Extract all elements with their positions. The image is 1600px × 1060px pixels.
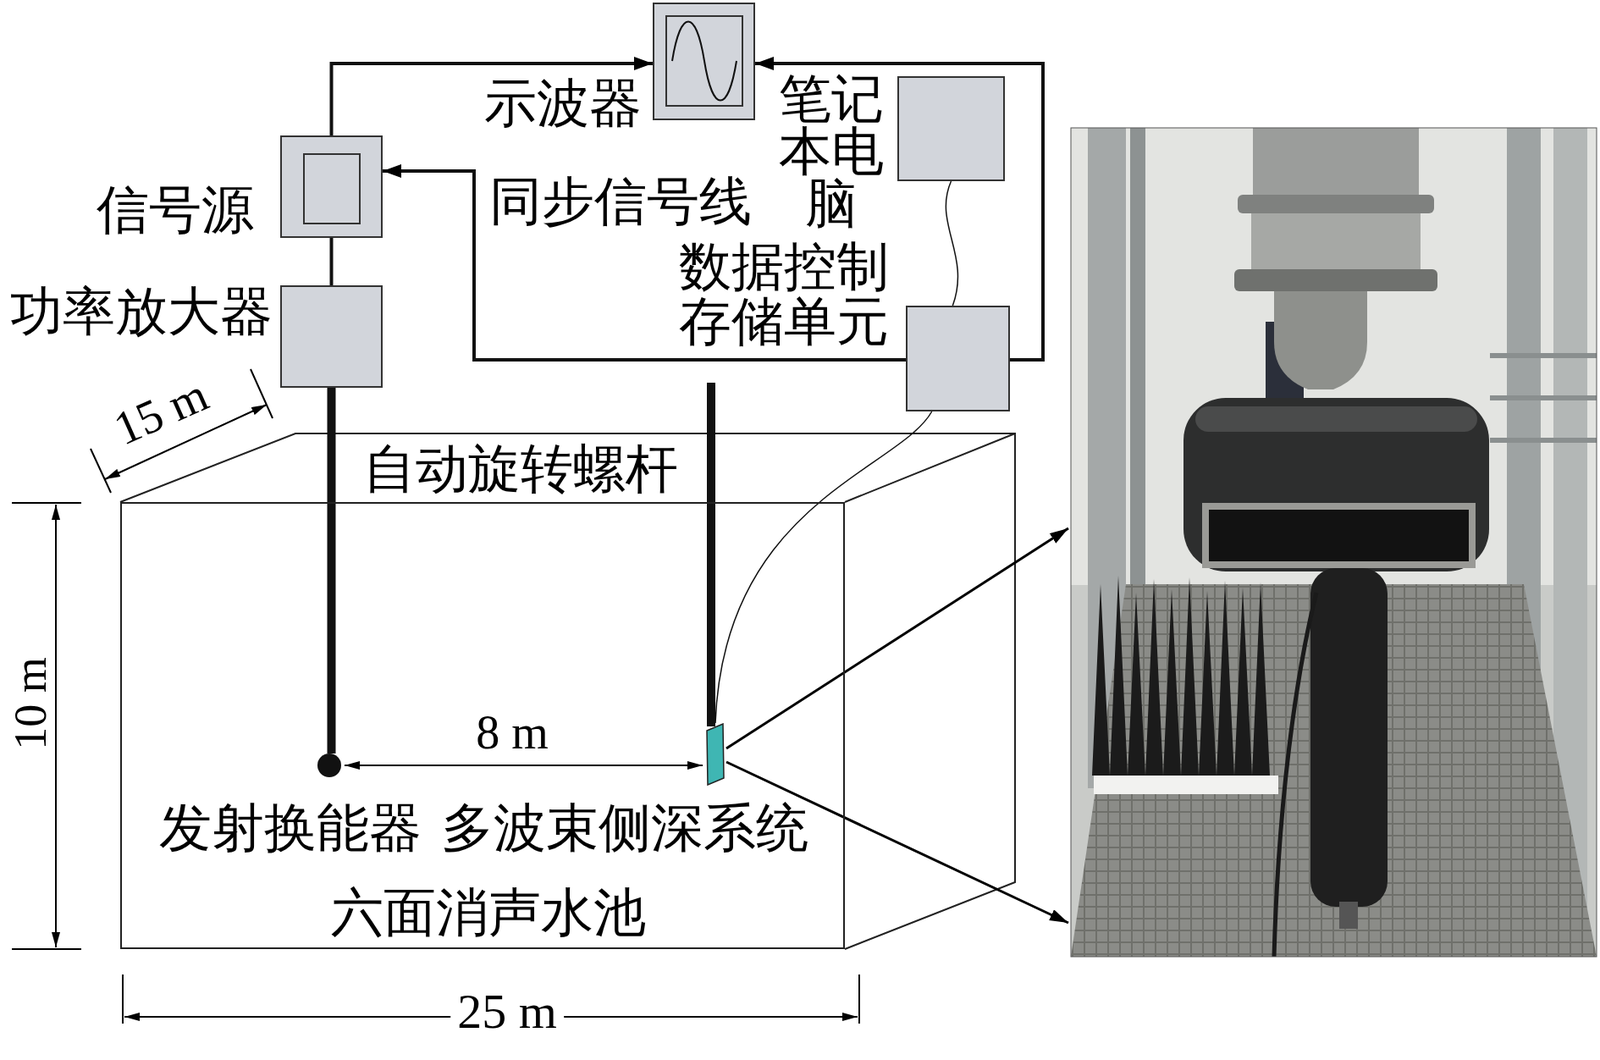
absorber-wedges xyxy=(1092,575,1270,776)
dimension-label: 10 m xyxy=(7,656,54,751)
label-holder: 8 m xyxy=(475,708,549,756)
photo-frame xyxy=(1070,127,1597,957)
cable xyxy=(1274,592,1317,957)
pipe-flange xyxy=(1237,194,1435,214)
pipe-elbow xyxy=(1274,291,1368,390)
screw-rod xyxy=(706,382,716,727)
steel-pipe xyxy=(1252,127,1419,200)
panel-frame xyxy=(303,154,360,224)
sonar-cable xyxy=(715,411,933,723)
node-label: 功率放大器 xyxy=(10,282,273,341)
railing xyxy=(1489,355,1597,441)
anechoic-pool: 六面消声水池发射换能器多波束侧深系统 xyxy=(120,502,845,949)
dimension-line xyxy=(55,504,57,948)
edge-label: 同步信号线 xyxy=(489,172,752,231)
sonar-housing xyxy=(1183,397,1490,572)
vertical-tube xyxy=(1310,568,1388,907)
inner-panel xyxy=(303,153,361,225)
node-label: 数据控制 存储单元 xyxy=(678,238,894,349)
equipment-photo xyxy=(1070,127,1597,957)
dimension-label: 8 m xyxy=(475,708,549,756)
callout-line xyxy=(726,528,1069,749)
wedge-base xyxy=(1093,775,1279,795)
signal-wire xyxy=(331,63,654,136)
label-holder: 自动旋转螺杆 xyxy=(363,442,679,496)
oscilloscope-screen xyxy=(665,15,744,107)
label-holder: 10 m xyxy=(7,656,54,751)
sine-wave xyxy=(672,22,737,101)
laptop-box: 笔记 本电 脑 xyxy=(897,76,1005,182)
dimension-label: 15 m xyxy=(107,369,216,453)
screen-frame xyxy=(666,16,743,106)
transducer-ball: 发射换能器 xyxy=(317,753,342,778)
housing-highlight xyxy=(1195,406,1478,432)
label-holder: 25 m xyxy=(450,985,564,1038)
node-label: 笔记 本电 脑 xyxy=(777,72,885,231)
steel-pipe xyxy=(1251,213,1421,273)
signal-source-box: 信号源 xyxy=(280,135,383,238)
sonar-head: 多波束侧深系统 xyxy=(706,722,725,786)
tube-tip xyxy=(1339,901,1358,929)
pipe-flange xyxy=(1234,269,1438,292)
array-window xyxy=(1208,509,1469,562)
sonar-head-shape xyxy=(706,722,725,786)
photo-ground xyxy=(1070,127,1597,957)
node-label: 信号源 xyxy=(96,181,254,239)
oscilloscope-box: 示波器 xyxy=(652,2,756,121)
data-unit-box: 数据控制 存储单元 xyxy=(905,305,1010,412)
node-label: 示波器 xyxy=(484,74,642,133)
signal-wire xyxy=(330,237,334,286)
amplifier-box: 功率放大器 xyxy=(280,285,383,388)
edge-label-holder: 同步信号线 xyxy=(489,172,752,231)
label-holder: 15 m xyxy=(107,369,216,453)
node-label: 发射换能器 xyxy=(159,799,422,857)
array-frame xyxy=(1202,502,1476,569)
dimension-ticks xyxy=(90,369,273,493)
dimension-label: 25 m xyxy=(450,985,564,1038)
data-cable xyxy=(945,181,958,306)
part-label: 自动旋转螺杆 xyxy=(363,442,679,496)
transducer-rod xyxy=(327,387,337,754)
node-label: 六面消声水池 xyxy=(331,883,646,942)
sonar-face xyxy=(706,723,724,785)
dimension-line xyxy=(344,764,703,767)
node-label: 多波束侧深系统 xyxy=(441,799,809,857)
pool-perspective-edges xyxy=(120,433,1016,949)
